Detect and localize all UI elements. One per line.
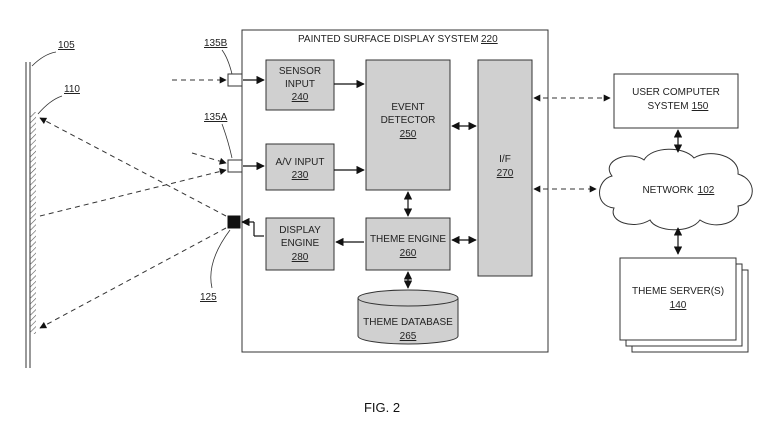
- display-engine-line2: ENGINE: [281, 238, 320, 249]
- leader-wall: [31, 51, 57, 67]
- ref-sensor: 135B: [204, 38, 228, 49]
- display-engine-block: [265, 217, 335, 271]
- leader-painted-surface: [37, 95, 63, 115]
- av-input-ref: 230: [292, 170, 309, 181]
- user-computer-line1: USER COMPUTER: [632, 87, 720, 98]
- event-detector-ref: 250: [400, 129, 417, 140]
- network-cloud: [599, 148, 753, 231]
- av-input-block: [265, 143, 335, 191]
- reflected-ray: [39, 168, 227, 217]
- theme-database-line1: THEME DATABASE: [363, 317, 453, 328]
- user-computer-system-block: [613, 73, 739, 129]
- theme-database-cylinder: [357, 289, 459, 345]
- leader-sensor: [221, 49, 233, 75]
- projection-ray-lower: [39, 227, 227, 329]
- interface-line1: I/F: [499, 154, 511, 165]
- projector-device: [227, 215, 241, 229]
- event-detector-block: [365, 59, 451, 191]
- theme-engine-line1: THEME ENGINE: [370, 234, 446, 245]
- sensor-device: [227, 73, 243, 87]
- ref-av-device: 135A: [204, 112, 228, 123]
- theme-server-stack-front: [619, 257, 737, 341]
- theme-servers-ref: 140: [670, 300, 687, 311]
- sensor-input-ref: 240: [292, 92, 309, 103]
- sensor-input-line1: SENSOR: [279, 66, 321, 77]
- display-engine-ref: 280: [292, 252, 309, 263]
- av-device: [227, 159, 243, 173]
- theme-engine-ref: 260: [400, 248, 417, 259]
- leader-projector: [210, 229, 231, 289]
- event-detector-line2: DETECTOR: [381, 115, 436, 126]
- ref-painted-surface: 110: [64, 84, 80, 95]
- sensor-input-line2: INPUT: [285, 79, 315, 90]
- figure-label: FIG. 2: [364, 400, 400, 415]
- system-ref: 220: [481, 34, 498, 45]
- network-line1: NETWORK: [642, 185, 693, 196]
- interface-block: [477, 59, 533, 277]
- user-computer-line2: SYSTEM: [647, 101, 688, 112]
- ref-projector: 125: [200, 292, 217, 303]
- sensor-input-block: [265, 59, 335, 111]
- network-ref: 102: [698, 185, 715, 196]
- user-computer-ref: 150: [692, 101, 709, 112]
- av-incoming-signal: [191, 152, 227, 165]
- projection-ray-upper: [39, 117, 227, 217]
- ref-wall: 105: [58, 40, 75, 51]
- theme-servers-line1: THEME SERVER(S): [632, 286, 724, 297]
- av-input-line1: A/V INPUT: [276, 157, 325, 168]
- event-detector-line1: EVENT: [391, 102, 424, 113]
- painted-surface: [30, 112, 36, 334]
- theme-engine-block: [365, 217, 451, 271]
- display-engine-line1: DISPLAY: [279, 225, 321, 236]
- leader-av-device: [221, 123, 233, 159]
- interface-ref: 270: [497, 168, 514, 179]
- system-title: PAINTED SURFACE DISPLAY SYSTEM: [298, 34, 479, 45]
- theme-database-ref: 265: [400, 331, 417, 342]
